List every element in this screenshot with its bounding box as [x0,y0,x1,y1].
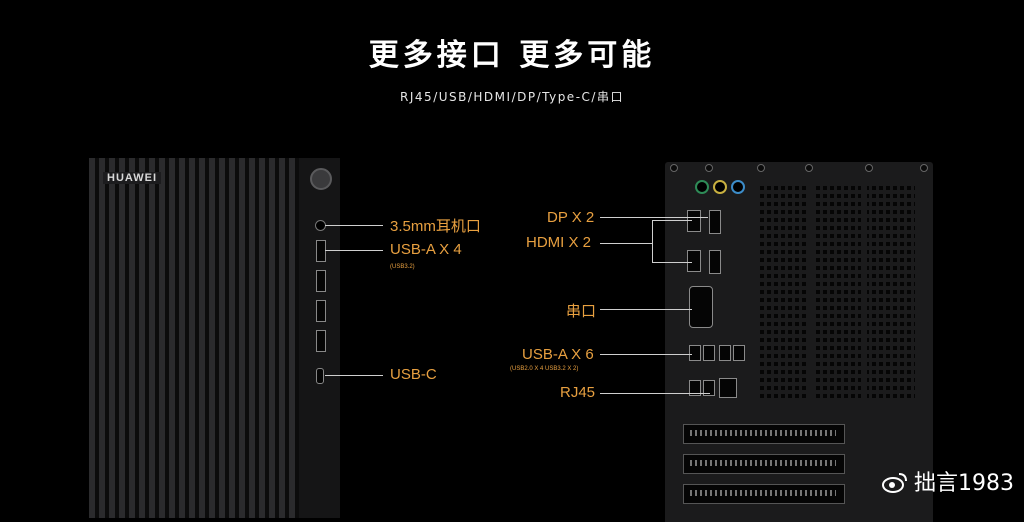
audio-jack-green-icon [695,180,709,194]
pcie-slot [683,424,845,444]
label-rear-usba-sub: (USB2.0 X 4 USB3.2 X 2) [510,366,579,372]
watermark-text: 拙言1983 [914,471,1014,496]
label-dp: DP X 2 [547,209,595,226]
page-subtitle: RJ45/USB/HDMI/DP/Type-C/串口 [400,90,624,104]
pc-front-view: HUAWEI [89,158,340,518]
callout-line [325,250,383,251]
screw-icon [865,164,873,172]
callout-line [325,225,383,226]
label-rj45: RJ45 [560,384,596,401]
callout-line [600,393,710,394]
callout-bracket [652,220,653,262]
front-usbc-port-icon [316,368,324,384]
callout-line [600,243,652,244]
brand-logo: HUAWEI [103,172,161,184]
screw-icon [805,164,813,172]
page-title: 更多接口 更多可能 [368,38,656,73]
pcie-slot [683,484,845,504]
callout-line [600,217,708,218]
dp-port-icon [709,250,721,274]
slot-divider [808,182,814,402]
front-usba-port-icon [316,270,326,292]
callout-line [600,309,692,310]
slot-divider [861,182,867,402]
label-rear-usba: USB-A X 6 [522,346,594,363]
dp-port-icon [709,210,721,234]
label-front-usbc: USB-C [390,366,437,383]
watermark: 拙言1983 [882,465,1014,497]
front-usba-port-icon [316,300,326,322]
pc-rear-view [665,162,933,522]
audio-jack-blue-icon [731,180,745,194]
weibo-icon [882,473,907,493]
hdmi-port-icon [687,210,701,232]
screw-icon [670,164,678,172]
rear-usba-port-icon [703,345,715,361]
label-serial: 串口 [566,303,597,320]
pcie-slot [683,454,845,474]
rear-usba-port-icon [733,345,745,361]
rear-usba-port-icon [703,380,715,396]
rear-usba-port-icon [689,380,701,396]
label-front-usba-sub: (USB3.2) [390,264,415,270]
label-hdmi: HDMI X 2 [526,234,592,251]
serial-port-icon [689,286,713,328]
audio-jack-yellow-icon [713,180,727,194]
callout-line [652,262,692,263]
front-usba-port-icon [316,240,326,262]
label-front-usba: USB-A X 4 [390,241,462,258]
rear-usba-port-icon [719,345,731,361]
callout-line [652,220,692,221]
callout-line [600,354,692,355]
vent-slots-grid [760,182,915,402]
hdmi-port-icon [687,250,701,272]
label-audio-jack: 3.5mm耳机口 [390,218,481,235]
screw-icon [757,164,765,172]
callout-line [325,375,383,376]
screw-icon [920,164,928,172]
rj45-port-icon [719,378,737,398]
power-button-icon [310,168,332,190]
screw-icon [705,164,713,172]
front-grille [89,158,299,518]
rear-usba-port-icon [689,345,701,361]
front-usba-port-icon [316,330,326,352]
